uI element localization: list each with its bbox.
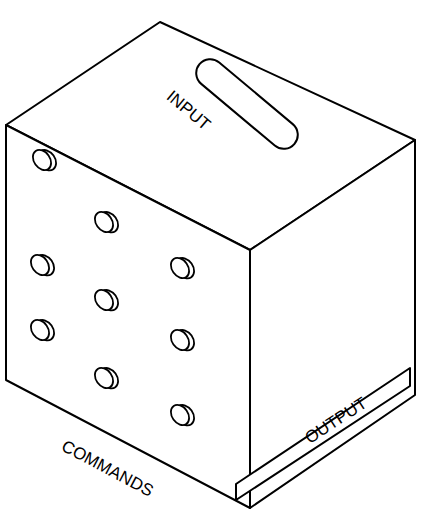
command-button	[29, 144, 60, 176]
output-display	[236, 368, 410, 500]
command-button	[27, 314, 58, 346]
command-button	[91, 284, 122, 316]
command-button	[27, 249, 58, 281]
commands-face	[6, 125, 250, 508]
command-button	[167, 252, 198, 284]
input-slot	[191, 53, 304, 154]
command-button	[91, 206, 122, 238]
command-buttons	[27, 144, 198, 431]
command-button	[167, 324, 198, 356]
command-button	[167, 399, 198, 431]
output-face	[250, 140, 415, 508]
command-button	[91, 362, 122, 394]
